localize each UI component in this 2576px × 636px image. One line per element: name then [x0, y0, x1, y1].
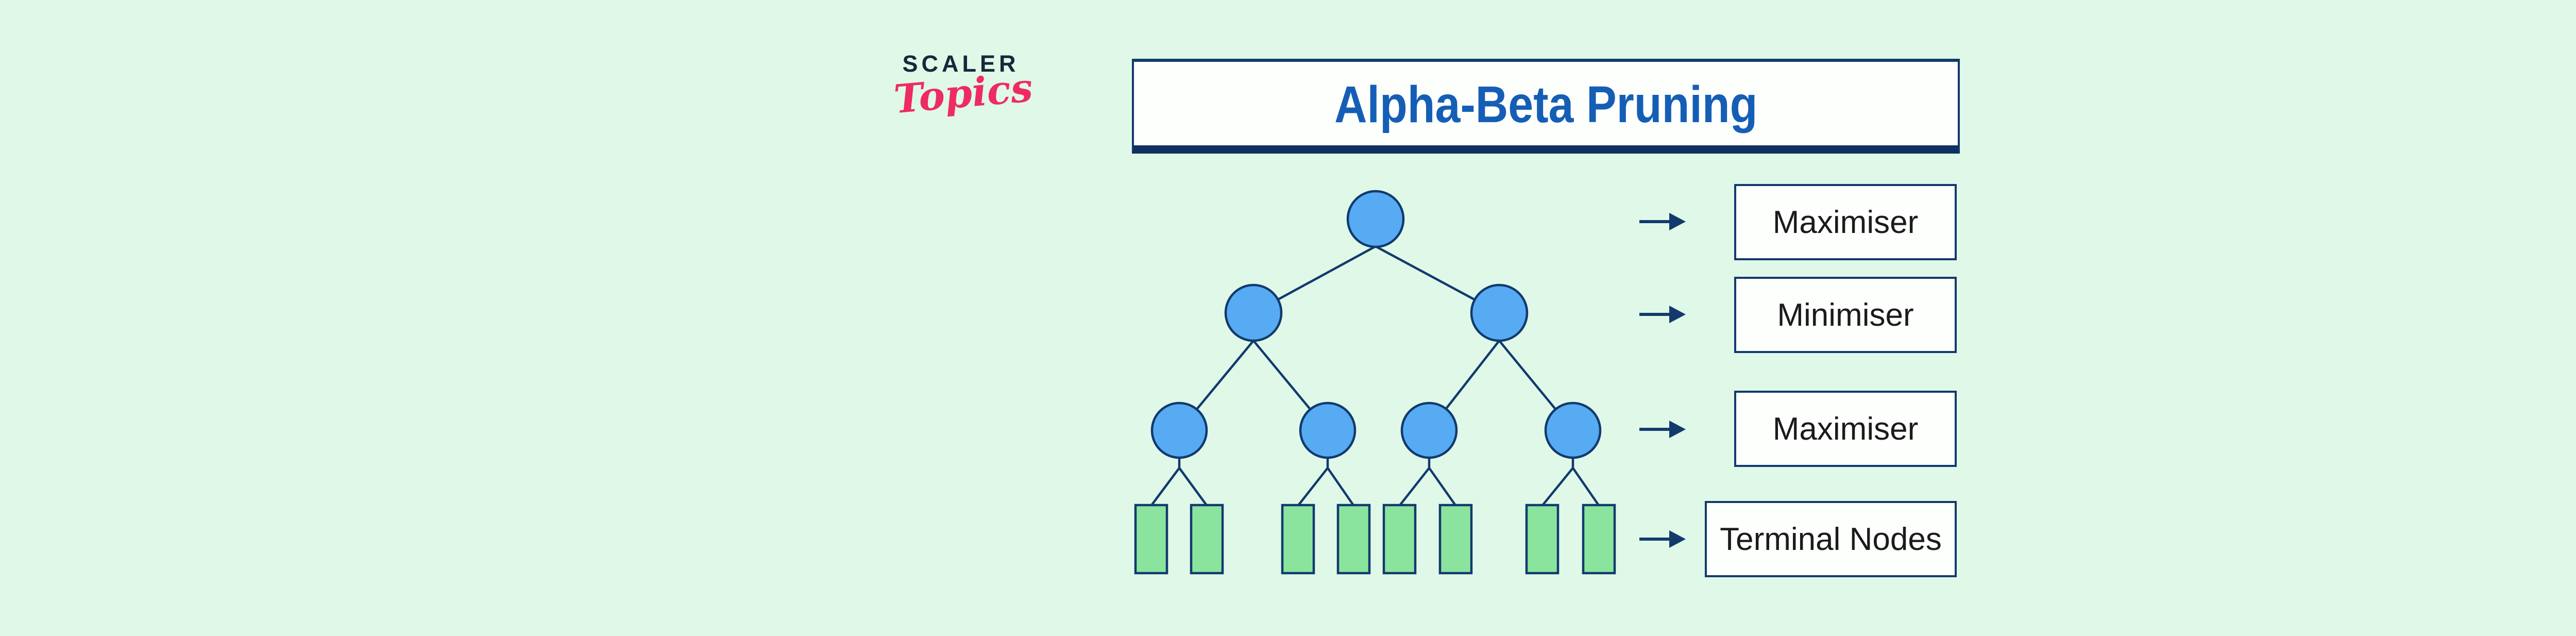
- label-terminal-nodes: Terminal Nodes: [1720, 521, 1942, 557]
- node-maximiser-1: [1150, 401, 1208, 459]
- row-arrows: [1639, 213, 1686, 548]
- tree-nodes: [1150, 190, 1602, 459]
- node-maximiser-4: [1544, 401, 1602, 459]
- node-root-maximiser: [1346, 190, 1405, 248]
- page-title: Alpha-Beta Pruning: [1334, 75, 1758, 133]
- node-minimiser-2: [1470, 283, 1529, 342]
- label-box-maximiser-row1: Maximiser: [1734, 184, 1957, 260]
- label-box-terminal-nodes: Terminal Nodes: [1705, 501, 1957, 577]
- node-maximiser-3: [1400, 401, 1458, 459]
- terminal-node-2: [1190, 504, 1224, 575]
- title-banner: Alpha-Beta Pruning: [1132, 59, 1960, 154]
- label-box-minimiser-row2: Minimiser: [1734, 277, 1957, 353]
- edge-l3d-terminals: [1541, 457, 1600, 507]
- arrow-maximiser-row1-icon: [1639, 213, 1686, 230]
- terminal-node-1: [1134, 504, 1168, 575]
- terminal-node-3: [1281, 504, 1315, 575]
- logo-scaler-text: SCALER: [902, 51, 1020, 77]
- terminal-node-6: [1438, 504, 1473, 575]
- label-box-maximiser-row3: Maximiser: [1734, 391, 1957, 467]
- edge-l3b-terminals: [1297, 457, 1355, 507]
- label-maximiser-row1: Maximiser: [1772, 204, 1919, 240]
- terminal-node-8: [1582, 504, 1616, 575]
- terminal-node-7: [1525, 504, 1560, 575]
- logo-topics-text: Topics: [892, 64, 1035, 123]
- arrow-minimiser-row2-icon: [1639, 306, 1686, 323]
- arrow-terminal-row4-icon: [1639, 530, 1686, 548]
- label-maximiser-row3: Maximiser: [1772, 411, 1919, 447]
- terminal-nodes: [1134, 504, 1616, 575]
- edge-l3a-terminals: [1150, 457, 1208, 507]
- scaler-topics-logo: SCALER Topics: [892, 51, 1035, 122]
- label-minimiser-row2: Minimiser: [1777, 297, 1914, 333]
- tree-edges: [1150, 245, 1600, 507]
- node-minimiser-1: [1224, 283, 1283, 342]
- terminal-node-5: [1382, 504, 1417, 575]
- arrow-maximiser-row3-icon: [1639, 421, 1686, 438]
- node-maximiser-2: [1299, 401, 1357, 459]
- edge-l3c-terminals: [1398, 457, 1457, 507]
- terminal-node-4: [1336, 504, 1371, 575]
